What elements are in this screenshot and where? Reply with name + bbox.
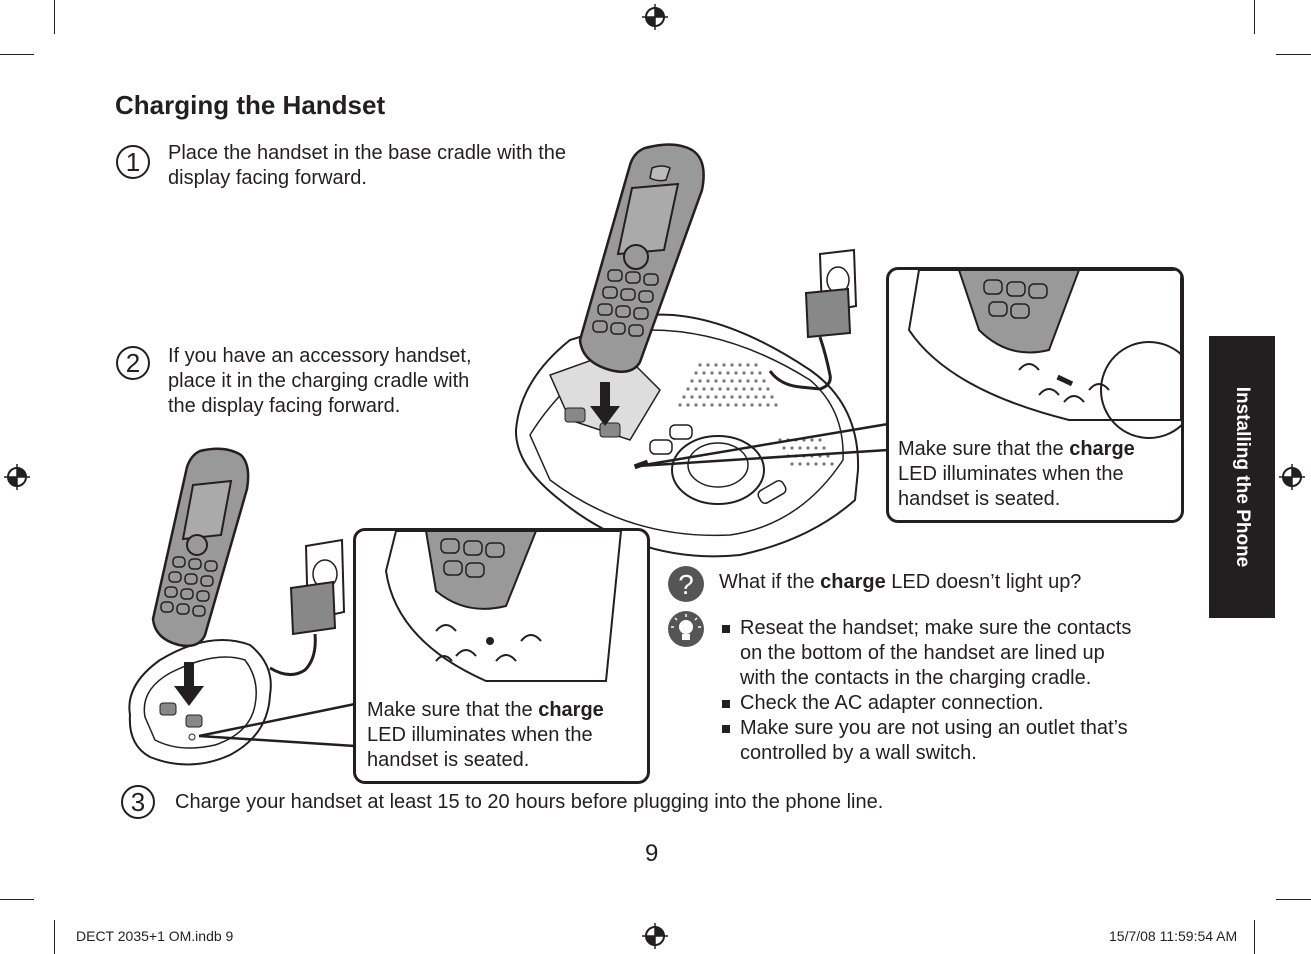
list-item: Make sure you are not using an outlet th… [722, 716, 1131, 766]
crop-mark [1276, 899, 1311, 900]
page-title: Charging the Handset [115, 90, 385, 121]
ac-adapter-icon [760, 285, 860, 395]
callout-pointer [630, 420, 890, 480]
crop-mark [0, 54, 34, 55]
ac-adapter-icon [255, 578, 345, 688]
led-closeup-illustration [356, 531, 647, 691]
charge-led-callout-accessory: Make sure that the charge LED illuminate… [353, 528, 650, 784]
step-2-text: If you have an accessory handset, place … [168, 344, 472, 419]
registration-mark-icon [642, 923, 668, 949]
led-closeup-illustration [889, 270, 1181, 430]
step-1-text: Place the handset in the base cradle wit… [168, 141, 566, 191]
crop-mark [54, 920, 55, 954]
step-3-text: Charge your handset at least 15 to 20 ho… [175, 790, 883, 815]
crop-mark [54, 0, 55, 34]
lightbulb-icon [667, 610, 705, 648]
section-tab-label: Installing the Phone [1231, 387, 1253, 568]
registration-mark-icon [642, 4, 668, 30]
phone-handset-icon [145, 445, 255, 655]
footer-file-info: DECT 2035+1 OM.indb 9 [76, 928, 233, 944]
crop-mark [1254, 920, 1255, 954]
callout-text: Make sure that the charge LED illuminate… [367, 698, 604, 773]
registration-mark-icon [4, 464, 30, 490]
step-number-3: 3 [121, 785, 155, 819]
tips-list: Reseat the handset; make sure the contac… [722, 616, 1131, 766]
footer-timestamp: 15/7/08 11:59:54 AM [1109, 928, 1237, 944]
question-text: What if the charge LED doesn’t light up? [719, 570, 1081, 595]
crop-mark [1276, 54, 1311, 55]
svg-text:?: ? [678, 569, 694, 600]
list-item: Reseat the handset; make sure the contac… [722, 616, 1131, 691]
callout-pointer [195, 700, 357, 750]
question-mark-icon: ? [667, 565, 705, 603]
list-item: Check the AC adapter connection. [722, 691, 1131, 716]
down-arrow-icon [590, 382, 620, 426]
crop-mark [1254, 0, 1255, 34]
callout-text: Make sure that the charge LED illuminate… [898, 437, 1135, 512]
charge-led-callout-main: Make sure that the charge LED illuminate… [886, 267, 1184, 523]
phone-handset-icon [570, 140, 710, 380]
step-number-1: 1 [116, 145, 150, 179]
page-number: 9 [645, 840, 658, 868]
section-tab: Installing the Phone [1209, 336, 1275, 618]
step-number-2: 2 [116, 346, 150, 380]
registration-mark-icon [1279, 464, 1305, 490]
crop-mark [0, 899, 34, 900]
